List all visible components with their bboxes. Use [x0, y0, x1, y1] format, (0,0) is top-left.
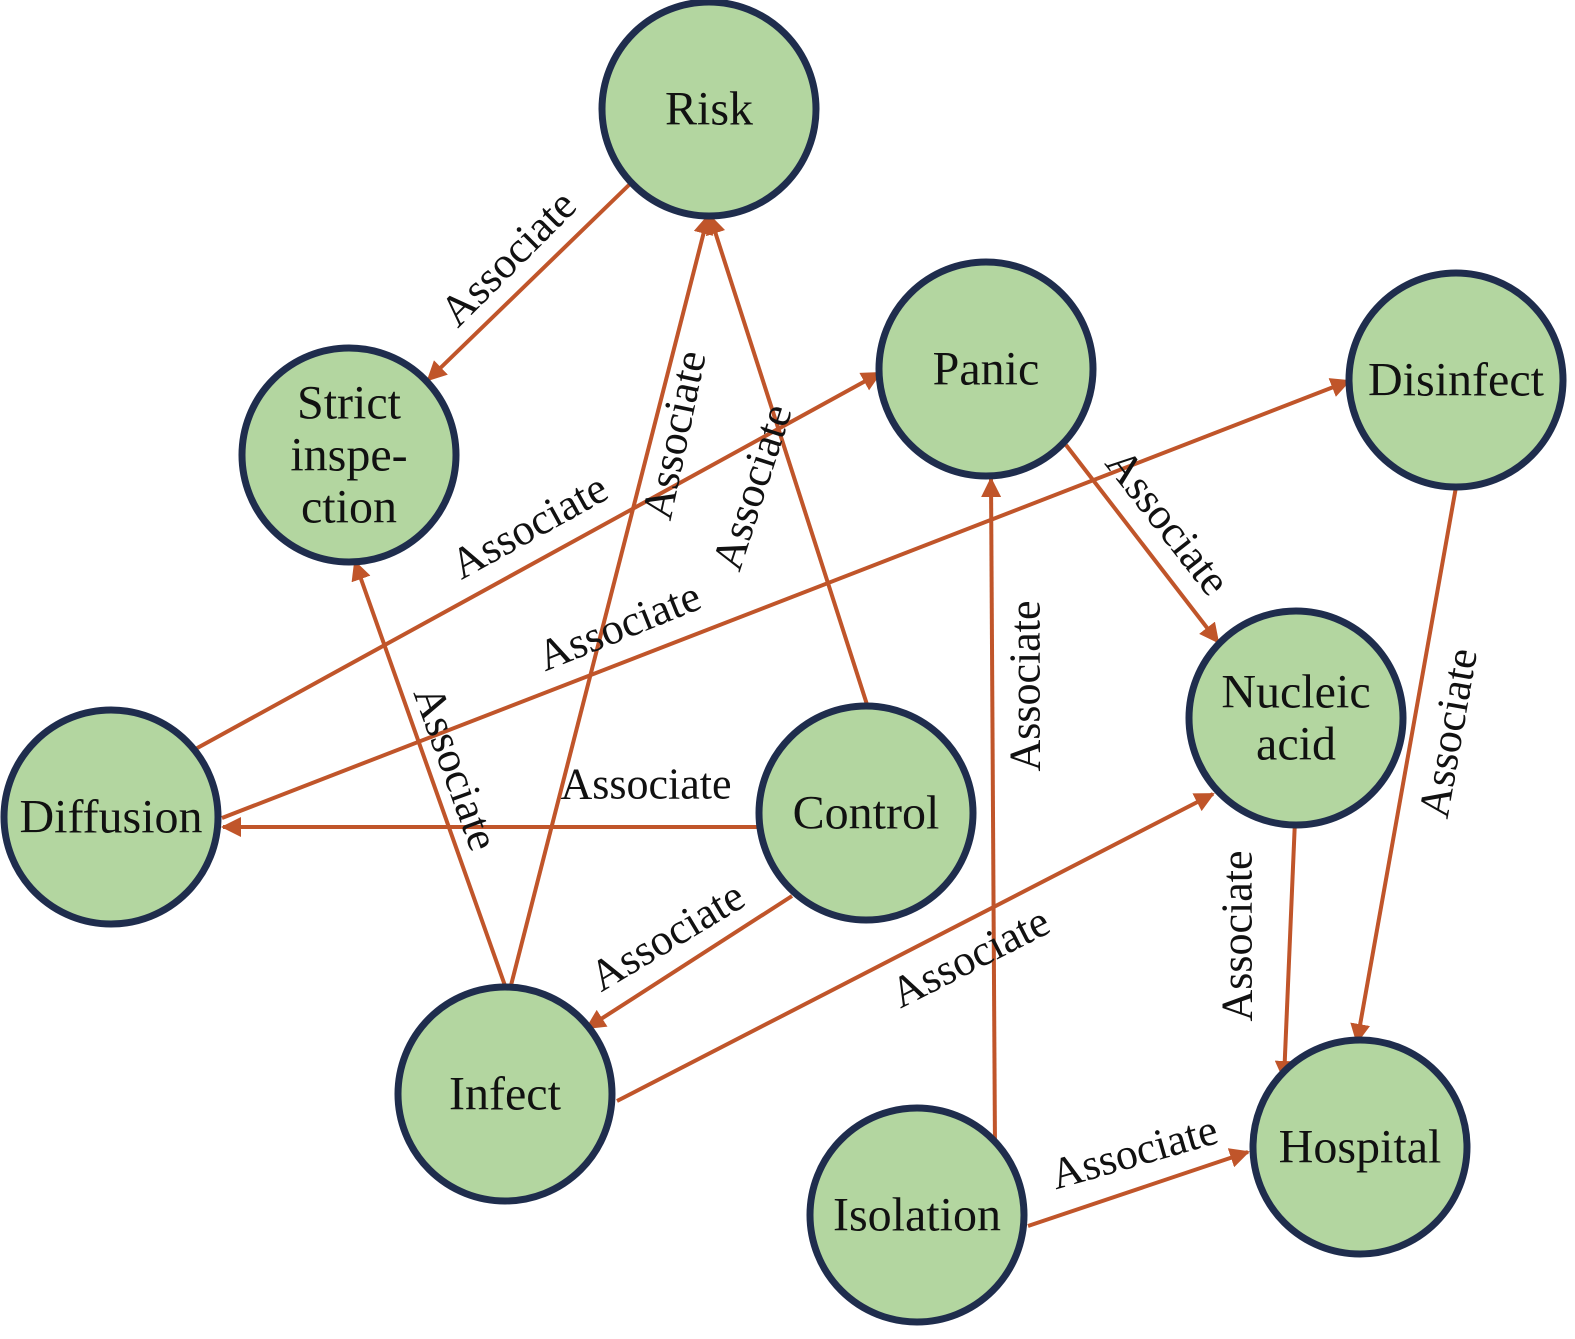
edge-label-diffusion-to-panic: Associate: [442, 463, 615, 589]
node-circle-hospital: [1249, 1036, 1471, 1258]
node-circle-nucleic: [1185, 607, 1407, 829]
edge-nucleic-to-hospital: [1274, 819, 1297, 1081]
node-label-control: Control: [793, 787, 940, 840]
node-label-hospital: Hospital: [1279, 1121, 1442, 1174]
edge-label-isolation-to-hospital: Associate: [1045, 1105, 1223, 1199]
node-label-diffusion: Diffusion: [19, 791, 202, 844]
node-circle-disinfect: [1345, 269, 1567, 491]
edge-label-control-to-risk: Associate: [702, 398, 801, 576]
edge-label-disinfect-to-hospital: Associate: [1409, 645, 1487, 822]
edge-isolation-to-hospital: [1027, 1148, 1250, 1228]
node-label-strict: inspe-: [290, 429, 407, 482]
node-isolation: Isolation: [806, 1104, 1028, 1326]
edge-infect-to-nucleic: [616, 792, 1215, 1103]
node-hospital: Hospital: [1249, 1036, 1471, 1258]
node-label-infect: Infect: [449, 1068, 562, 1121]
edge-label-risk-to-strict: Associate: [430, 180, 586, 336]
edge-diffusion-to-panic: [189, 371, 882, 754]
node-label-nucleic: acid: [1256, 718, 1336, 771]
node-circle-diffusion: [0, 706, 222, 928]
edge-panic-to-nucleic: [1064, 443, 1220, 644]
node-label-strict: ction: [301, 481, 397, 534]
edge-label-infect-to-risk: Associate: [632, 346, 715, 524]
node-label-strict: Strict: [297, 377, 402, 430]
edge-disinfect-to-hospital: [1350, 486, 1458, 1044]
edge-label-isolation-to-panic: Associate: [1001, 600, 1050, 771]
node-control: Control: [755, 702, 977, 924]
node-panic: Panic: [875, 258, 1097, 480]
node-label-disinfect: Disinfect: [1368, 354, 1545, 407]
node-label-risk: Risk: [665, 83, 753, 136]
edge-risk-to-strict: [426, 181, 633, 382]
node-infect: Infect: [394, 983, 616, 1205]
edge-isolation-to-panic: [981, 477, 1002, 1150]
node-label-panic: Panic: [933, 343, 1040, 396]
node-label-isolation: Isolation: [833, 1189, 1001, 1242]
node-disinfect: Disinfect: [1345, 269, 1567, 491]
node-circle-infect: [394, 983, 616, 1205]
edge-infect-to-risk: [506, 214, 714, 998]
edge-label-control-to-diffusion: Associate: [560, 760, 731, 809]
node-diffusion: Diffusion: [0, 706, 222, 928]
node-label-nucleic: Nucleic: [1221, 666, 1370, 719]
edge-diffusion-to-disinfect: [221, 378, 1351, 820]
node-circle-panic: [875, 258, 1097, 480]
node-circle-strict: [238, 344, 460, 566]
edge-infect-to-strict: [351, 560, 511, 998]
node-risk: Risk: [598, 0, 820, 220]
edge-label-infect-to-strict: Associate: [404, 679, 509, 857]
edge-label-nucleic-to-hospital: Associate: [1213, 850, 1262, 1021]
node-circle-risk: [598, 0, 820, 220]
node-circle-isolation: [806, 1104, 1028, 1326]
node-circle-control: [755, 702, 977, 924]
edge-control-to-infect: [585, 894, 794, 1030]
edges-layer: [189, 181, 1458, 1228]
edge-control-to-risk: [705, 214, 873, 718]
